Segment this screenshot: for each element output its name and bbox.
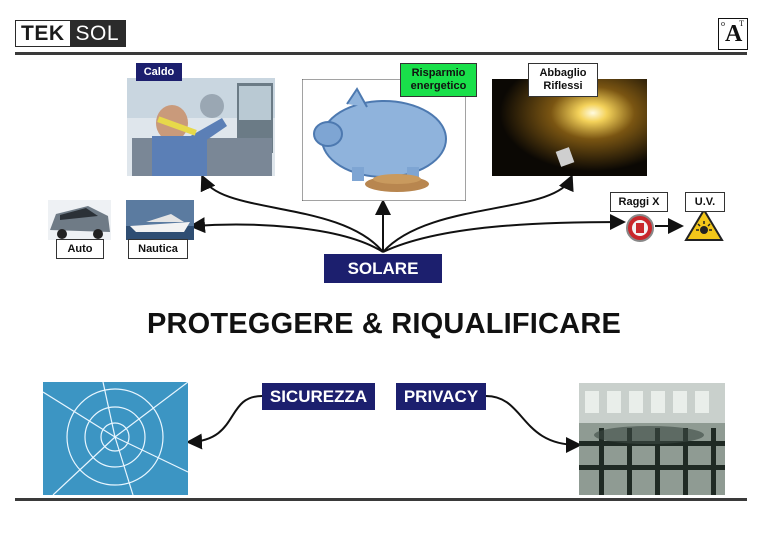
label-solare: SOLARE [324,254,442,283]
logo-text-tek: TEK [16,21,70,46]
label-nautica: Nautica [128,239,188,259]
label-risparmio-energetico: Risparmio energetico [400,63,477,97]
arrow-to-caldo [200,174,384,253]
label-abbaglio-riflessi: Abbaglio Riflessi [528,63,598,97]
brand-mark-letter: A [725,21,743,47]
caldo-photo [127,78,275,176]
logo-text-sol: SOL [69,21,126,46]
brand-mark: o A T [718,18,748,50]
arrow-to-sicurezza-image [186,395,263,450]
risparmio-photo [302,79,466,201]
radiation-badge-icon [626,214,654,242]
uv-warning-icon [684,208,724,241]
page-title: PROTEGGERE & RIQUALIFICARE [146,308,622,340]
nautica-photo [126,200,194,240]
teksol-logo: TEK SOL [15,20,127,47]
bottom-divider [15,498,747,501]
label-privacy: PRIVACY [396,383,486,410]
arrow-to-abbaglio [382,174,574,253]
label-auto: Auto [56,239,104,259]
label-uv: U.V. [685,192,725,212]
sicurezza-photo [43,382,188,495]
arrow-to-raggi [382,214,626,253]
privacy-photo [579,383,725,495]
label-raggi-x: Raggi X [610,192,668,212]
top-divider [15,52,747,55]
arrow-to-privacy-image [485,395,582,453]
brand-mark-small-left: o [721,19,725,28]
label-caldo: Caldo [136,63,182,81]
label-sicurezza: SICUREZZA [262,383,375,410]
arrow-to-nautica [189,217,384,253]
auto-photo [48,200,111,240]
brand-mark-small-right: T [739,19,744,28]
